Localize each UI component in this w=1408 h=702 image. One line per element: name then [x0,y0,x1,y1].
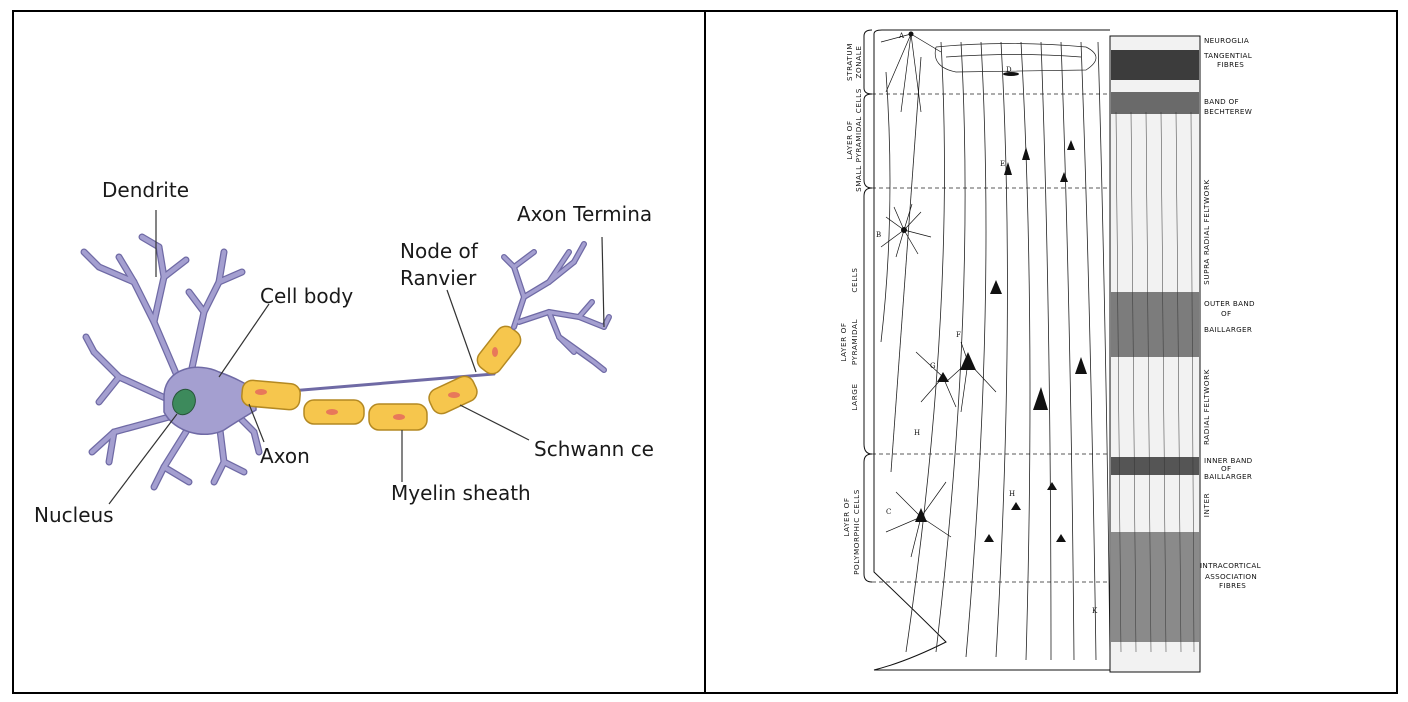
outer-baillarger-label-1: OUTER BAND [1204,299,1255,308]
large-pyramidal-label-4: CELLS [850,267,859,292]
cell-letter-h: H [914,429,920,437]
dendrite-label: Dendrite [102,178,189,202]
cell-letter-b: B [876,231,881,239]
intracortical-label-1: INTRACORTICAL [1200,561,1261,570]
small-pyramidal-label-1: LAYER OF [845,120,854,159]
nucleus-label: Nucleus [34,503,114,527]
radial-fibres [881,42,1110,660]
cell-letter-d: D [1006,66,1012,74]
intracortical-label-3: FIBRES [1219,581,1246,590]
inter-label: INTER [1202,493,1211,517]
cell-letter-k: K [1092,607,1098,615]
myelin-sheath-label: Myelin sheath [391,481,531,505]
cell-body-label: Cell body [260,284,353,308]
large-pyramidal-label-3: PYRAMIDAL [850,319,859,365]
cell-letter-h2: H [1009,490,1015,498]
node-of-ranvier-label-line1: Node of [400,239,479,263]
cell-letter-a: A [898,32,905,40]
cortex-layers-diagram: A B C D E F G H H K STRATUM ZONALE LAYER… [706,12,1396,692]
cell-letter-c: C [886,508,891,516]
outer-baillarger-label-3: BAILLARGER [1204,325,1252,334]
small-pyramidal-label-2: SMALL PYRAMIDAL CELLS [854,88,863,192]
radial-feltwork-label: RADIAL FELTWORK [1202,369,1211,445]
schwann-nucleus [393,414,405,420]
schwann-nucleus [326,409,338,415]
bechterew-label-1: BAND OF [1204,97,1239,106]
tangential-fibres-drawing [935,44,1096,73]
large-pyramidal-label-1: LAYER OF [839,322,848,361]
cell-letter-f: F [956,331,961,339]
stratum-label-2: ZONALE [854,45,863,78]
supra-radial-label: SUPRA RADIAL FELTWORK [1202,179,1211,285]
neuroglia-label: NEUROGLIA [1204,36,1249,45]
cortex-layers-panel: A B C D E F G H H K STRATUM ZONALE LAYER… [706,12,1396,692]
neuron-cell [84,237,609,487]
axon-label: Axon [260,444,310,468]
left-layer-labels: STRATUM ZONALE LAYER OF SMALL PYRAMIDAL … [839,43,863,575]
axon-terminals-fill [504,244,609,370]
bechterew-label-2: BECHTEREW [1204,107,1252,116]
polymorphic-label-2: POLYMORPHIC CELLS [852,489,861,575]
schwann-nucleus [255,389,267,395]
cortex-outline [874,30,1110,670]
myelin-segment [473,322,524,377]
schwann-nucleus [492,347,498,357]
right-layer-labels: NEUROGLIA TANGENTIAL FIBRES BAND OF BECH… [1200,36,1261,590]
neuron-diagram-panel: Dendrite Cell body Axon Termina Node of … [14,12,704,692]
intracortical-label-2: ASSOCIATION [1205,572,1257,581]
neuron-diagram: Dendrite Cell body Axon Termina Node of … [14,12,704,692]
axon-terminal-label: Axon Termina [517,202,652,226]
stratum-label-1: STRATUM [845,43,854,81]
node-of-ranvier-label-line2: Ranvier [400,266,477,290]
cell-letter-g: G [930,362,936,370]
schwann-cell-label: Schwann ce [534,437,654,461]
layer-braces [864,30,872,582]
schwann-nucleus [448,392,460,398]
cell-letter-e: E [1000,160,1005,168]
polymorphic-label-1: LAYER OF [842,497,851,536]
tangential-label-2: FIBRES [1217,60,1244,69]
inner-baillarger-label-3: BAILLARGER [1204,472,1252,481]
outer-baillarger-label-2: OF [1221,309,1231,318]
large-pyramidal-label-2: LARGE [850,383,859,410]
tangential-label-1: TANGENTIAL [1203,51,1252,60]
